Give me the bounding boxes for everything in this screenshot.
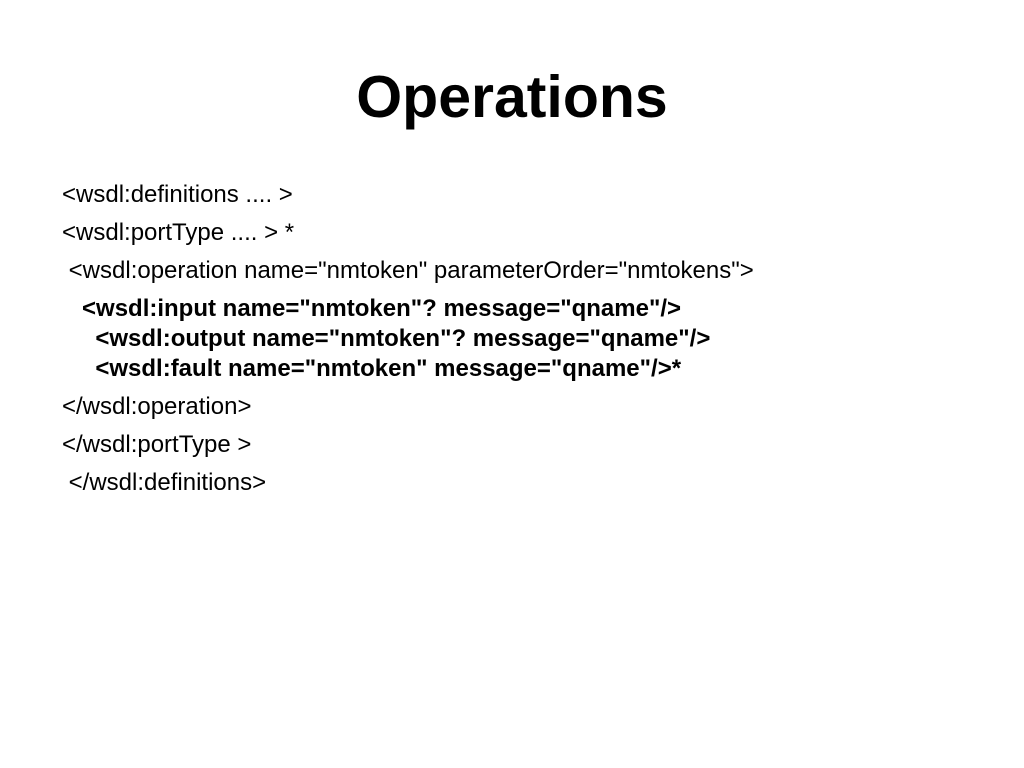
code-line-porttype-open: <wsdl:portType .... > *: [62, 219, 295, 246]
code-line-definitions-close: </wsdl:definitions>: [62, 469, 267, 496]
code-line-definitions-open: <wsdl:definitions .... >: [62, 181, 293, 208]
code-line-operation-open: <wsdl:operation name="nmtoken" parameter…: [62, 257, 754, 284]
slide-title: Operations: [356, 64, 668, 130]
code-line-output: <wsdl:output name="nmtoken"? message="qn…: [62, 325, 711, 352]
code-line-porttype-close: </wsdl:portType >: [62, 431, 252, 458]
code-line-operation-close: </wsdl:operation>: [62, 393, 252, 420]
code-line-fault: <wsdl:fault name="nmtoken" message="qnam…: [62, 355, 682, 382]
operation-messages-block: <wsdl:input name="nmtoken"? message="qna…: [62, 294, 982, 384]
slide-body: <wsdl:definitions .... > <wsdl:portType …: [62, 180, 982, 498]
code-line-input: <wsdl:input name="nmtoken"? message="qna…: [62, 295, 682, 322]
